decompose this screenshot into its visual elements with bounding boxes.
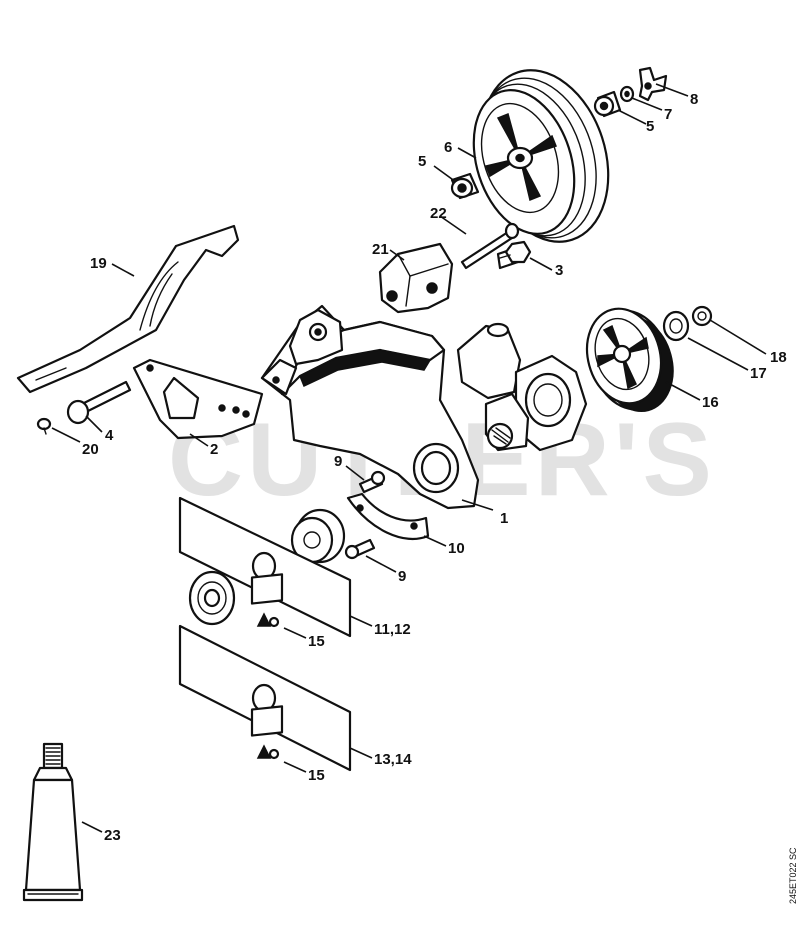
- part-4-bolt: [66, 380, 132, 425]
- part-15-warning-label-lower: [250, 705, 284, 760]
- callout-15-upper: 15: [308, 633, 325, 650]
- part-19-guard-plate: [16, 224, 240, 394]
- callout-18: 18: [770, 349, 787, 366]
- callout-3: 3: [555, 262, 563, 279]
- callout-17: 17: [750, 365, 767, 382]
- callout-10: 10: [448, 540, 465, 557]
- part-6-large-wheel: [472, 69, 610, 243]
- part-2-support-bracket: [132, 358, 264, 440]
- part-13-14-blade: [178, 624, 352, 772]
- part-5-bushing-front: [450, 172, 480, 200]
- gearbox-assembly: [456, 322, 588, 452]
- part-1-gear-housing: [260, 304, 480, 510]
- part-17-washer: [662, 310, 690, 342]
- part-21-bracket-block: [378, 242, 454, 314]
- callout-11-12: 11,12: [374, 621, 411, 638]
- callout-13-14: 13,14: [374, 751, 412, 768]
- callout-6: 6: [444, 139, 452, 156]
- callout-15-lower: 15: [308, 767, 325, 784]
- part-9-screw-lower: [344, 538, 376, 560]
- callout-8: 8: [690, 91, 698, 108]
- part-9-screw-upper: [358, 470, 386, 494]
- callout-1: 1: [500, 510, 508, 527]
- part-10-cover: [346, 492, 430, 541]
- part-20-small-screw: [36, 417, 52, 435]
- callout-21: 21: [372, 241, 389, 258]
- part-11-12-blade: [178, 496, 352, 638]
- part-7-washer: [619, 85, 635, 103]
- callout-5-rear: 5: [646, 118, 654, 135]
- thrust-plate: [188, 570, 236, 626]
- callout-9-upper: 9: [334, 453, 342, 470]
- part-16-small-wheel: [585, 307, 674, 413]
- callout-9-lower: 9: [398, 568, 406, 585]
- callout-23: 23: [104, 827, 121, 844]
- callout-22: 22: [430, 205, 447, 222]
- callout-20: 20: [82, 441, 99, 458]
- part-5-bushing-rear: [593, 90, 622, 118]
- callout-4: 4: [105, 427, 114, 444]
- callout-labels: 1 2 3 4 5 5 6 7 8 9 9 10 11,12 13,14 15 …: [82, 91, 787, 844]
- part-15-warning-label-upper: [250, 573, 284, 628]
- drawing-code: 245ET022 SC: [788, 847, 798, 904]
- callout-2: 2: [210, 441, 218, 458]
- callout-7: 7: [664, 106, 672, 123]
- part-22-long-bolt: [460, 222, 520, 270]
- callout-19: 19: [90, 255, 107, 272]
- part-8-wing-nut: [638, 66, 668, 102]
- part-3-hex-bolt: [496, 240, 532, 270]
- leader-lines: [51, 83, 767, 833]
- part-18-circlip: [691, 305, 713, 327]
- part-23-grease-tube: [22, 742, 84, 902]
- thrust-collar: [290, 508, 346, 564]
- callout-5-front: 5: [418, 153, 426, 170]
- callout-16: 16: [702, 394, 719, 411]
